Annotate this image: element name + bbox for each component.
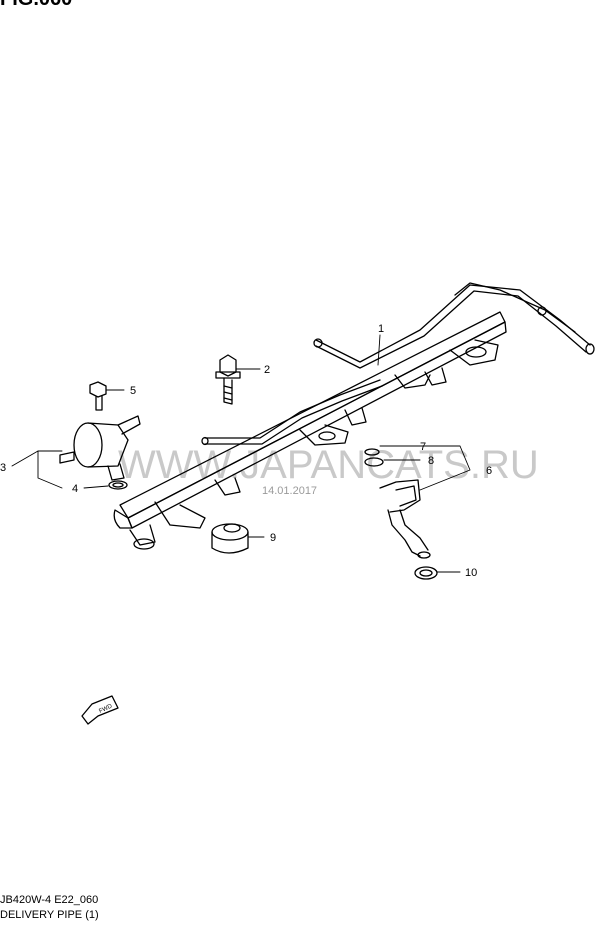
callout-6: 6 xyxy=(486,465,492,477)
regulator-bolt xyxy=(89,381,107,411)
callout-7: 7 xyxy=(420,441,426,453)
callout-9: 9 xyxy=(270,532,276,544)
watermark: WWW.JAPANCATS.RU xyxy=(118,443,539,487)
footer: JB420W-4 E22_060 DELIVERY PIPE (1) xyxy=(0,893,99,923)
o-ring xyxy=(108,480,128,490)
crossover-tube xyxy=(201,379,383,446)
injector-seal xyxy=(414,566,438,580)
leader-lines xyxy=(11,334,471,573)
fuel-tube xyxy=(313,282,595,369)
callout-4: 4 xyxy=(72,483,78,495)
callout-3: 3 xyxy=(0,462,6,474)
callout-1: 1 xyxy=(378,323,384,335)
fuel-injector xyxy=(364,448,431,559)
diagram-code: JB420W-4 E22_060 xyxy=(0,894,99,906)
fwd-label: FWD xyxy=(98,703,114,714)
figure-label: FIG.060 xyxy=(0,0,72,11)
callout-2: 2 xyxy=(264,364,270,376)
delivery-pipe xyxy=(113,311,507,550)
fwd-arrow-icon xyxy=(81,695,119,725)
bolt xyxy=(215,354,241,405)
diagram-title: DELIVERY PIPE (1) xyxy=(0,909,99,921)
date-stamp: 14.01.2017 xyxy=(262,485,317,497)
callout-8: 8 xyxy=(428,455,434,467)
callout-10: 10 xyxy=(465,567,477,579)
insulator xyxy=(211,523,249,554)
pressure-regulator xyxy=(59,415,141,481)
callout-5: 5 xyxy=(130,385,136,397)
